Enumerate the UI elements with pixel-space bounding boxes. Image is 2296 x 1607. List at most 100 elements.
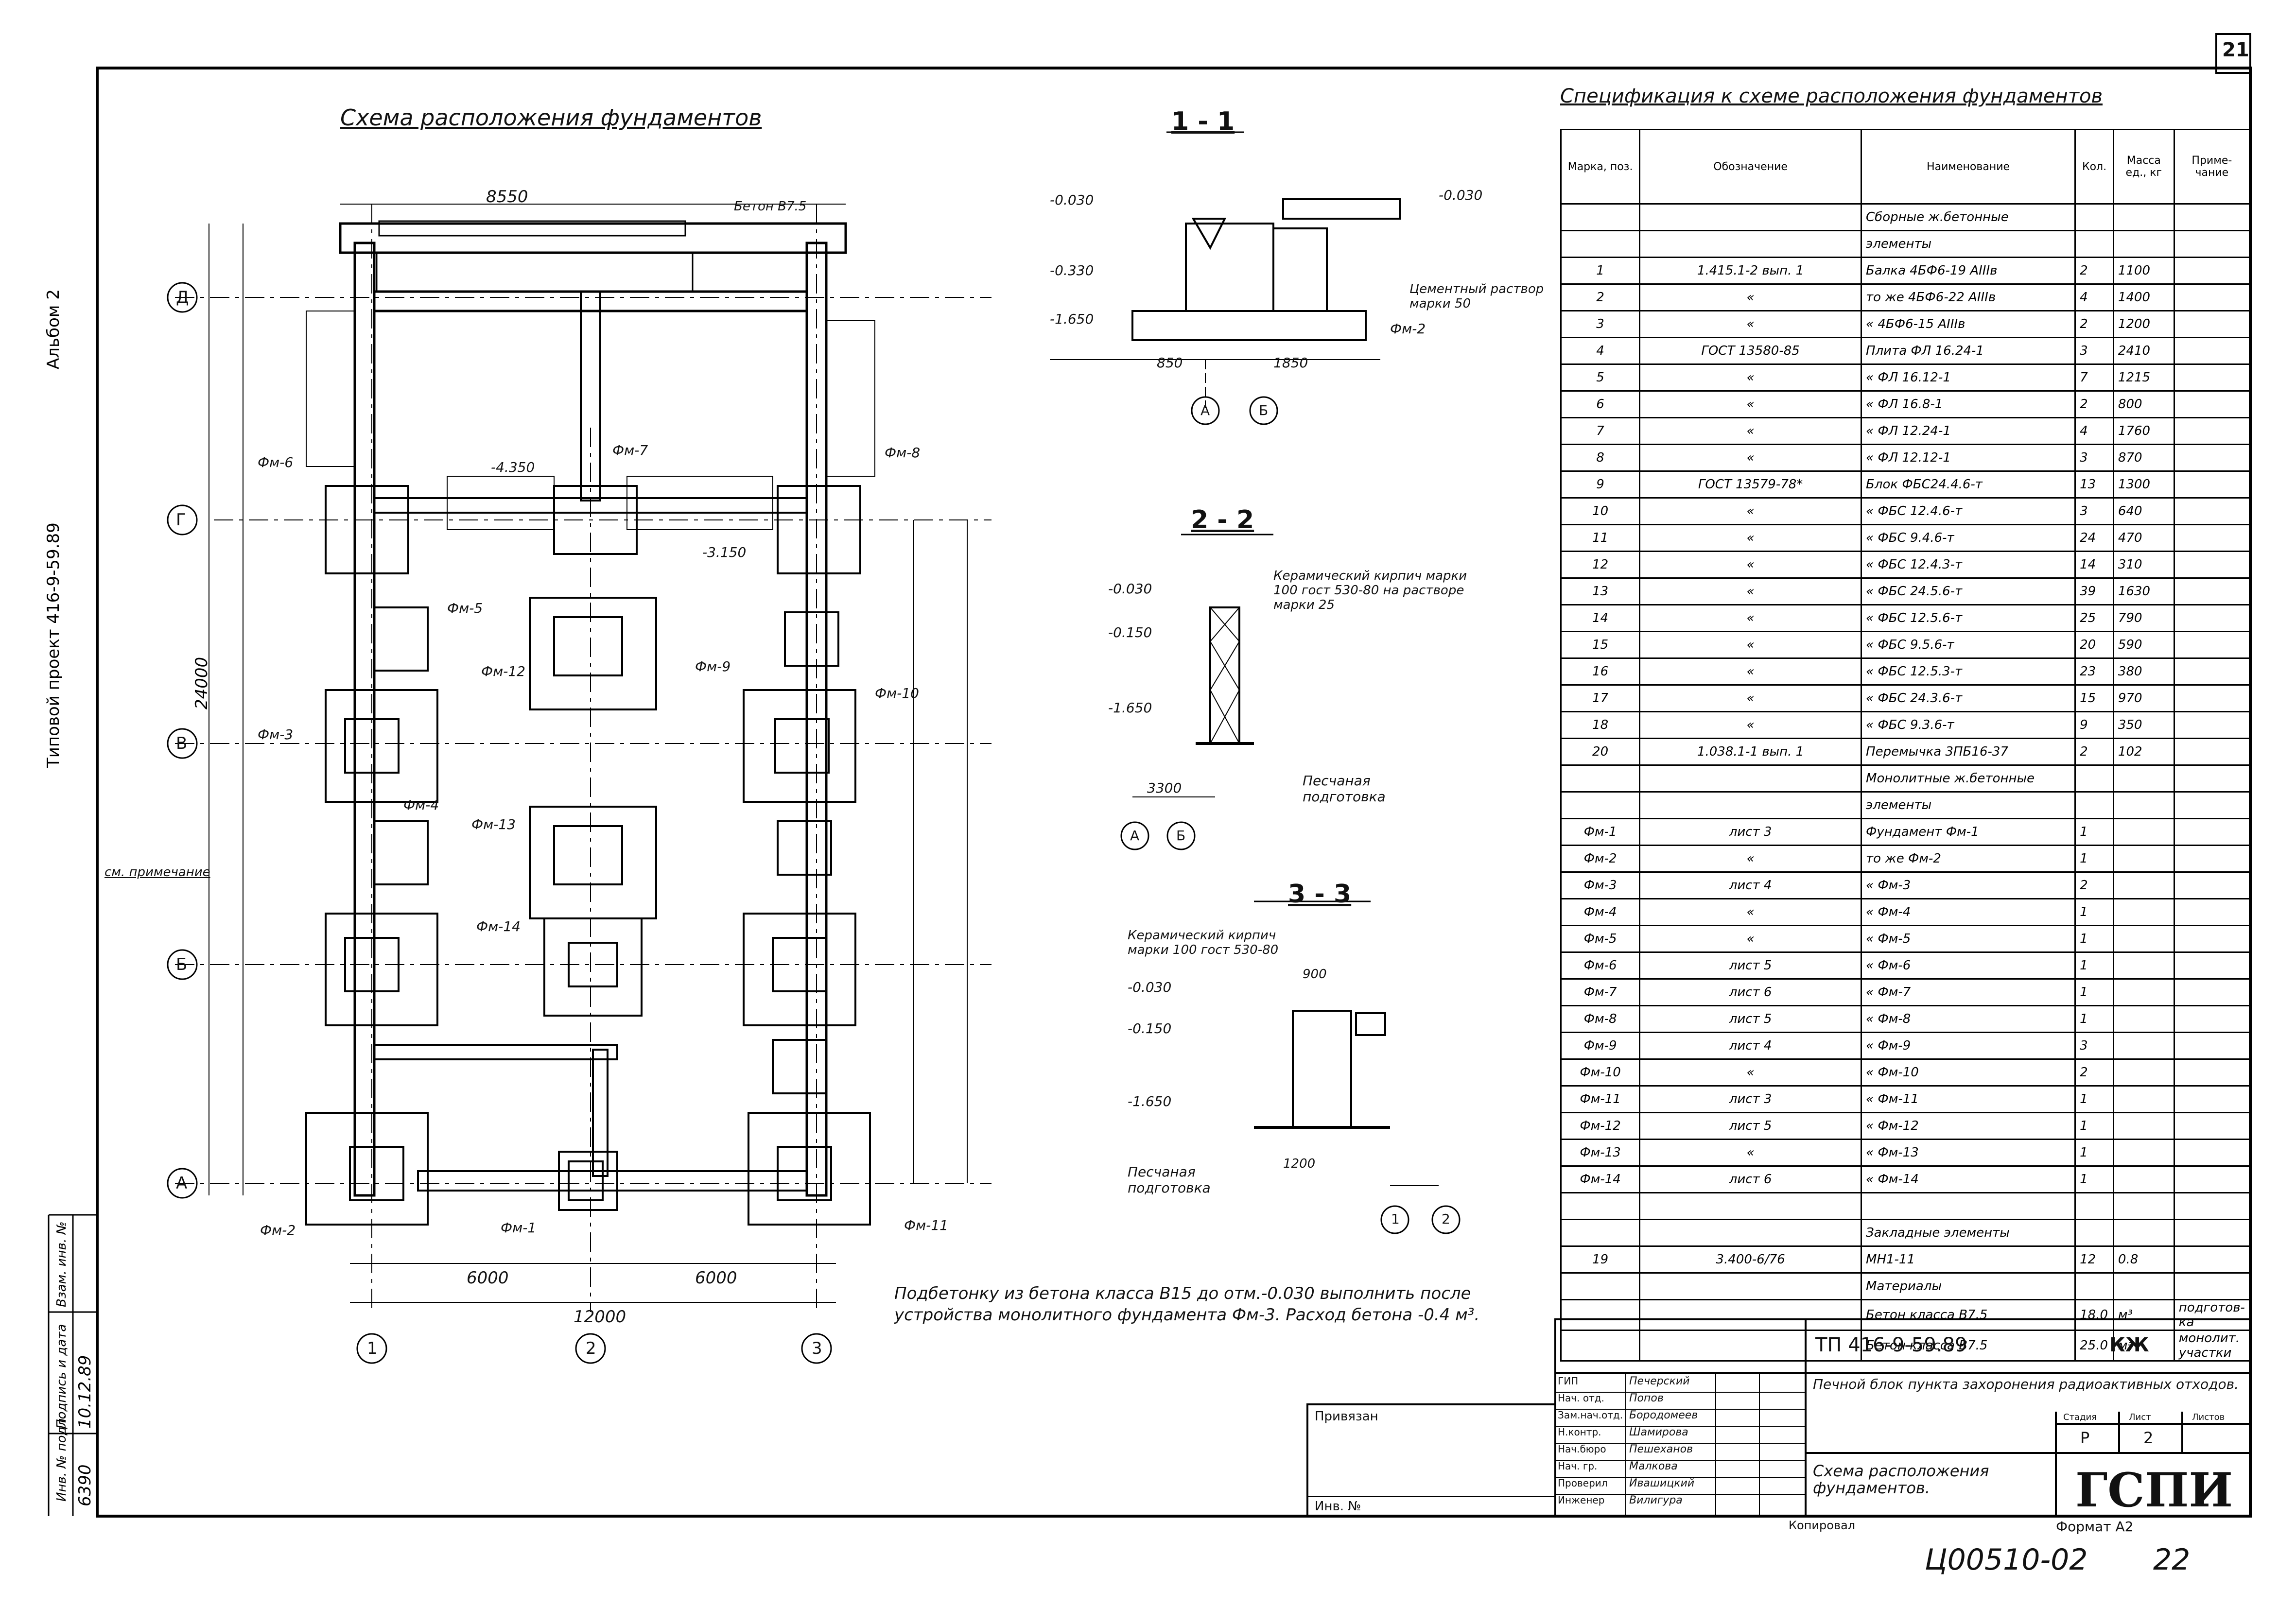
- stamp-org: ГСПИ: [2075, 1463, 2233, 1518]
- spec-cell: «: [1639, 684, 1862, 712]
- s22-mark: -1.650: [1108, 700, 1152, 716]
- spec-cell: Балка 4БФ6-19 АIIIв: [1861, 257, 2076, 285]
- stamp-person-name: Ивашицкий: [1629, 1477, 1695, 1489]
- spec-cell: 1400: [2112, 283, 2175, 311]
- spec-cell: [2112, 791, 2175, 819]
- fm-label: Фм-4: [403, 797, 439, 813]
- spec-cell: [2173, 1139, 2251, 1167]
- s33-dim: 1200: [1283, 1157, 1316, 1171]
- spec-cell: « ФЛ 12.12-1: [1861, 444, 2076, 472]
- spec-cell: [2173, 203, 2251, 231]
- fm-label: Фм-13: [471, 816, 516, 832]
- spec-cell: лист 5: [1639, 1005, 1862, 1033]
- spec-cell: Фм-8: [1560, 1005, 1641, 1033]
- axis-1: 1: [367, 1339, 378, 1358]
- spec-cell: « ФЛ 12.24-1: [1861, 417, 2076, 445]
- stamp-person-name: Бородомеев: [1629, 1409, 1698, 1421]
- spec-cell: « ФЛ 16.8-1: [1861, 390, 2076, 418]
- section-3-3-drawing: [1254, 900, 1461, 1234]
- spec-cell: 1: [2074, 1005, 2114, 1033]
- spec-cell: [2112, 845, 2175, 873]
- spec-cell: «: [1639, 524, 1862, 552]
- spec-title: Спецификация к схеме расположения фундам…: [1560, 85, 2103, 107]
- spec-cell: [1639, 230, 1862, 258]
- spec-cell: лист 5: [1639, 1112, 1862, 1140]
- spec-cell: ГОСТ 13579-78*: [1639, 470, 1862, 499]
- spec-cell: «: [1639, 1139, 1862, 1167]
- spec-cell: Фм-7: [1560, 978, 1641, 1006]
- spec-cell: 8: [1560, 444, 1641, 472]
- spec-cell: 1.415.1-2 вып. 1: [1639, 257, 1862, 285]
- spec-header: Наименование: [1861, 129, 2076, 205]
- stamp-person-name: Попов: [1629, 1392, 1664, 1404]
- spec-cell: 380: [2112, 657, 2175, 686]
- spec-cell: [2173, 1219, 2251, 1247]
- spec-cell: [1560, 230, 1641, 258]
- spec-cell: [2173, 1165, 2251, 1193]
- stamp-sheet: 2: [2143, 1429, 2154, 1447]
- stamp-role: Нач.бюро: [1558, 1443, 1606, 1455]
- stamp-stage-header: Стадия: [2063, 1412, 2097, 1422]
- copy-number: Ц00510-02: [1925, 1543, 2088, 1577]
- spec-cell: [2112, 764, 2175, 793]
- s11-mark: -1.650: [1050, 311, 1094, 327]
- spec-cell: [2173, 1192, 2251, 1220]
- spec-cell: 2: [2074, 738, 2114, 766]
- project-code-vertical: Типовой проект 416-9-59.89: [44, 522, 63, 768]
- spec-cell: 16: [1560, 657, 1641, 686]
- spec-cell: [2074, 1219, 2114, 1247]
- spec-cell: то же Фм-2: [1861, 845, 2076, 873]
- spec-cell: 10: [1560, 497, 1641, 525]
- spec-cell: Закладные элементы: [1861, 1219, 2076, 1247]
- spec-cell: [2074, 203, 2114, 231]
- spec-cell: [2173, 524, 2251, 552]
- stamp-drawing-title: Схема расположения фундаментов.: [1813, 1462, 1989, 1498]
- spec-cell: 2: [2074, 1058, 2114, 1087]
- spec-cell: [2112, 978, 2175, 1006]
- spec-cell: 4: [2074, 283, 2114, 311]
- spec-cell: [2112, 203, 2175, 231]
- spec-row: Материалы: [1560, 1272, 2251, 1300]
- spec-cell: [2074, 764, 2114, 793]
- s22-sand: Песчаная подготовка: [1303, 773, 1386, 805]
- stamp-linked: Привязан: [1315, 1409, 1378, 1424]
- footer-inv: 6390: [75, 1464, 95, 1506]
- spec-table: Марка, поз. Обозначение Наименование Кол…: [1560, 129, 2251, 1362]
- spec-cell: « ФБС 9.4.6-т: [1861, 524, 2076, 552]
- spec-cell: 18: [1560, 711, 1641, 739]
- spec-cell: [2173, 497, 2251, 525]
- stamp-person-name: Пешеханов: [1629, 1443, 1693, 1455]
- section-1-1-title: 1 - 1: [1171, 107, 1235, 136]
- spec-cell: Фм-10: [1560, 1058, 1641, 1087]
- spec-cell: подготов-ка: [2173, 1299, 2251, 1331]
- spec-cell: 2410: [2112, 337, 2175, 365]
- spec-cell: « ФБС 12.4.6-т: [1861, 497, 2076, 525]
- spec-cell: 1630: [2112, 577, 2175, 605]
- spec-cell: Плита ФЛ 16.24-1: [1861, 337, 2076, 365]
- spec-cell: [2173, 1085, 2251, 1113]
- fm-label: Фм-14: [476, 918, 521, 934]
- stamp-role: Нач. отд.: [1558, 1392, 1604, 1404]
- spec-cell: « ФБС 9.5.6-т: [1861, 631, 2076, 659]
- spec-cell: 4: [1560, 337, 1641, 365]
- spec-cell: 18.0: [2074, 1299, 2114, 1331]
- spec-cell: [2173, 551, 2251, 579]
- spec-cell: ГОСТ 13580-85: [1639, 337, 1862, 365]
- spec-cell: [2173, 818, 2251, 846]
- stamp-role: Зам.нач.отд.: [1558, 1409, 1623, 1421]
- spec-cell: [2173, 951, 2251, 980]
- spec-cell: Фундамент Фм-1: [1861, 818, 2076, 846]
- spec-cell: [2173, 310, 2251, 338]
- footer-date: 10.12.89: [75, 1355, 95, 1429]
- fm-label: Фм-8: [885, 445, 921, 461]
- fm-label: Фм-10: [875, 685, 919, 701]
- spec-cell: « Фм-11: [1861, 1085, 2076, 1113]
- copy-page: 22: [2153, 1543, 2191, 1577]
